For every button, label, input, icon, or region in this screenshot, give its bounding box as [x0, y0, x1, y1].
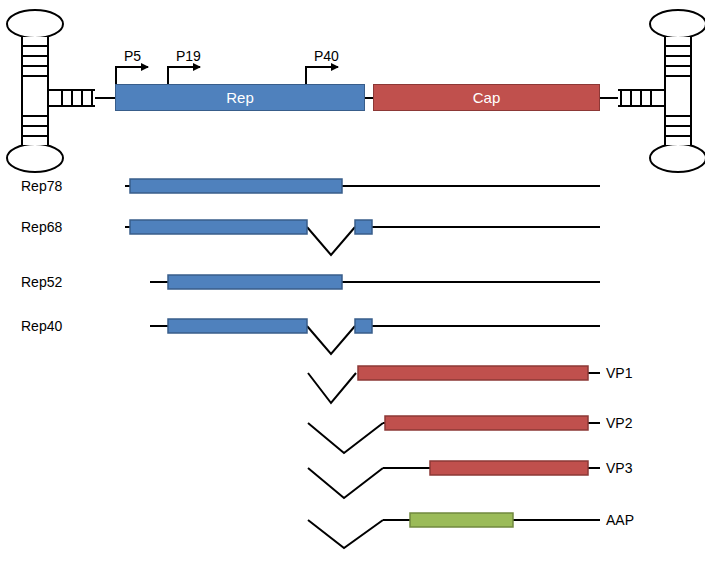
itr-hairpin — [7, 10, 116, 172]
promoter-label: P5 — [124, 48, 141, 64]
promoter-arrows — [116, 67, 338, 84]
gene-name: Cap — [473, 89, 501, 106]
transcript-label: Rep68 — [21, 219, 62, 235]
aap-orf-bar — [410, 513, 513, 527]
transcript-label: Rep52 — [21, 274, 62, 290]
orf-box: Rep — [115, 84, 365, 111]
transcript-label: Rep40 — [21, 318, 62, 334]
transcript-label: VP1 — [606, 365, 632, 381]
transcript-label: VP3 — [606, 460, 632, 476]
transcript-label: AAP — [606, 512, 634, 528]
transcript-label: Rep78 — [21, 178, 62, 194]
orf-box: Cap — [373, 84, 600, 111]
itr-hairpin — [597, 10, 705, 172]
promoter-label: P19 — [176, 48, 201, 64]
transcript-label: VP2 — [606, 415, 632, 431]
promoter-label: P40 — [314, 48, 339, 64]
cap-orf-bars — [358, 366, 588, 475]
rep-orf-bars — [130, 179, 372, 333]
gene-name: Rep — [226, 89, 254, 106]
transcript-lines — [125, 186, 600, 548]
